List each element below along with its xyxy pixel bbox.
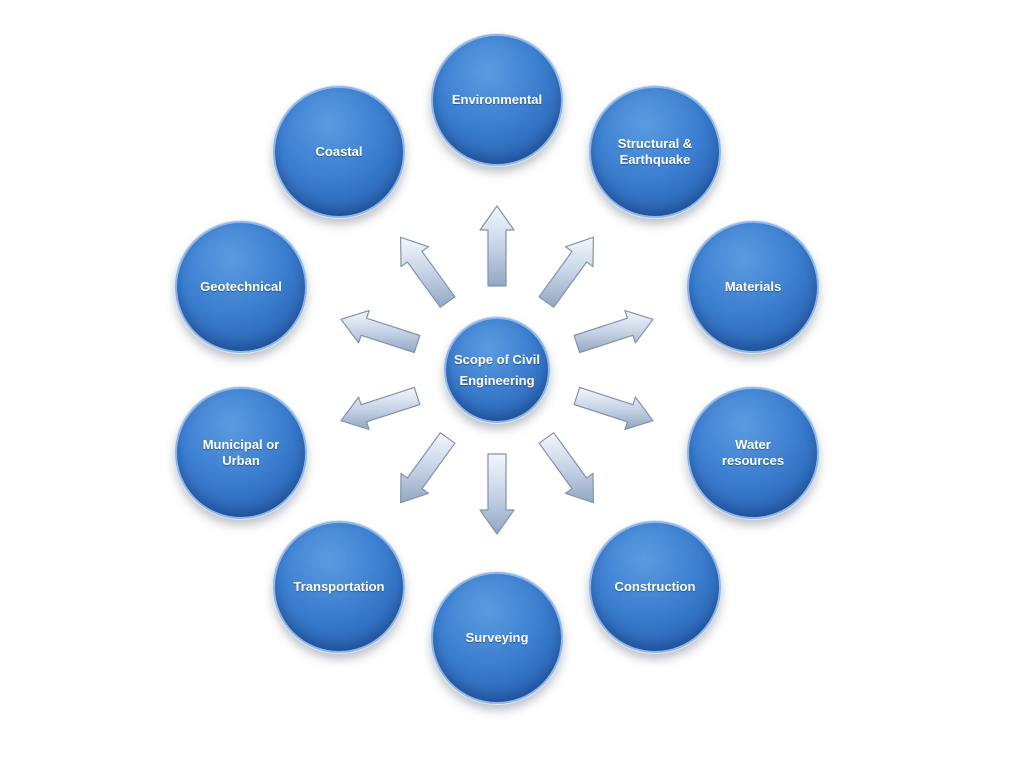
- node-label: Geotechnical: [200, 279, 282, 294]
- node-coastal: Coastal: [273, 86, 405, 218]
- node-municipal-urban: Municipal or Urban: [175, 387, 307, 519]
- node-label: Environmental: [451, 92, 543, 107]
- arrow-to-water: [573, 386, 654, 430]
- node-geotechnical: Geotechnical: [175, 221, 307, 353]
- arrow-to-municipal: [340, 386, 421, 430]
- node-surveying: Surveying: [431, 572, 563, 704]
- node-label: Water resources: [721, 437, 785, 468]
- arrow-to-structural: [538, 236, 595, 308]
- arrow-to-transportation: [400, 432, 456, 504]
- arrow-to-materials: [573, 310, 654, 354]
- arrow-to-geotechnical: [340, 310, 421, 354]
- node-environmental: Environmental: [431, 34, 563, 166]
- node-label: Construction: [614, 579, 696, 594]
- node-label: Coastal: [315, 144, 363, 159]
- node-structural: Structural & Earthquake: [589, 86, 721, 218]
- node-transportation: Transportation: [273, 521, 405, 653]
- center-node-label: Scope of Civil Engineering: [454, 352, 540, 388]
- node-label: Structural & Earthquake: [617, 136, 693, 167]
- node-label: Municipal or Urban: [202, 437, 280, 468]
- arrow-to-construction: [538, 432, 595, 504]
- node-label: Surveying: [465, 630, 529, 645]
- node-water-resources: Water resources: [687, 387, 819, 519]
- arrow-to-coastal: [400, 236, 456, 308]
- node-label: Transportation: [293, 579, 385, 594]
- node-construction: Construction: [589, 521, 721, 653]
- node-materials: Materials: [687, 221, 819, 353]
- node-label: Materials: [724, 279, 782, 294]
- center-node: Scope of Civil Engineering: [444, 317, 550, 423]
- arrow-to-surveying: [479, 453, 515, 535]
- arrow-to-environmental: [479, 205, 515, 287]
